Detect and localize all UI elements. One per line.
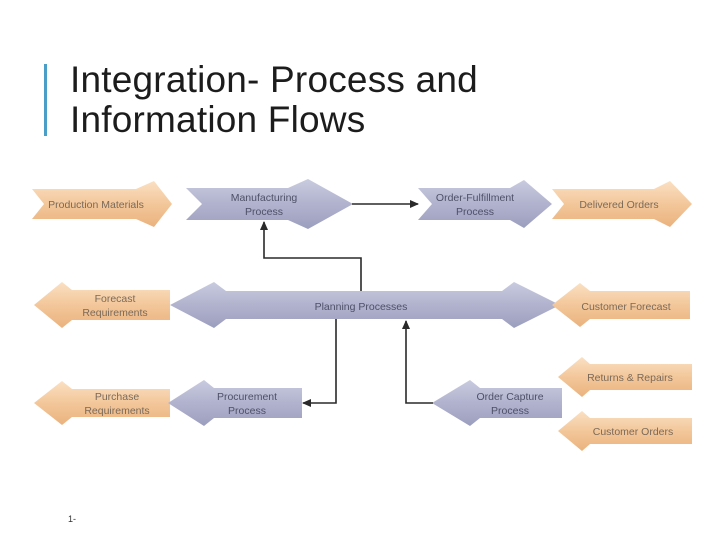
slide-title-line-1: Integration- Process and [70, 59, 478, 100]
slide-footer-number: 1- [68, 514, 77, 524]
planning-to-manufacturing-connector [260, 221, 362, 291]
order-capture-process-arrow [432, 380, 562, 426]
planning-to-procurement-connector [302, 319, 337, 407]
forecast-requirements-label-line-1: Forecast [95, 293, 136, 305]
forecast-requirements-label-line-2: Requirements [82, 307, 147, 319]
planning-processes-label: Planning Processes [315, 301, 408, 313]
customer-forecast-arrow [552, 283, 690, 327]
manufacturing-process-label-line-2: Process [245, 206, 283, 218]
purchase-requirements-label-line-1: Purchase [95, 391, 140, 403]
purchase-requirements-arrow [34, 381, 170, 425]
manufacturing-process-arrow [186, 179, 353, 229]
returns-repairs-label: Returns & Repairs [587, 372, 673, 384]
order-capture-to-planning-connector [402, 320, 433, 404]
order-capture-label-line-2: Process [491, 405, 529, 417]
order-fulfillment-label-line-1: Order-Fulfillment [436, 192, 514, 204]
procurement-process-label-line-2: Process [228, 405, 266, 417]
order-fulfillment-label-line-2: Process [456, 206, 494, 218]
production-materials-arrow [32, 181, 172, 227]
slide-title-line-2: Information Flows [70, 99, 366, 140]
delivered-orders-arrow [552, 181, 692, 227]
customer-forecast-label: Customer Forecast [581, 301, 670, 313]
title-accent-bar [44, 64, 47, 136]
production-materials-label: Production Materials [48, 199, 144, 211]
purchase-requirements-label-line-2: Requirements [84, 405, 149, 417]
procurement-process-label-line-1: Procurement [217, 391, 277, 403]
order-capture-label-line-1: Order Capture [476, 391, 543, 403]
slide-title: Integration- Process and Information Flo… [70, 60, 478, 140]
procurement-process-arrow [168, 380, 302, 426]
manufacturing-process-label-line-1: Manufacturing [231, 192, 298, 204]
customer-orders-label: Customer Orders [593, 426, 674, 438]
order-fulfillment-process-arrow [418, 180, 552, 228]
customer-orders-arrow [558, 411, 692, 451]
forecast-requirements-arrow [34, 282, 170, 328]
returns-repairs-arrow [558, 357, 692, 397]
delivered-orders-label: Delivered Orders [579, 199, 658, 211]
planning-processes-arrow [170, 282, 560, 328]
